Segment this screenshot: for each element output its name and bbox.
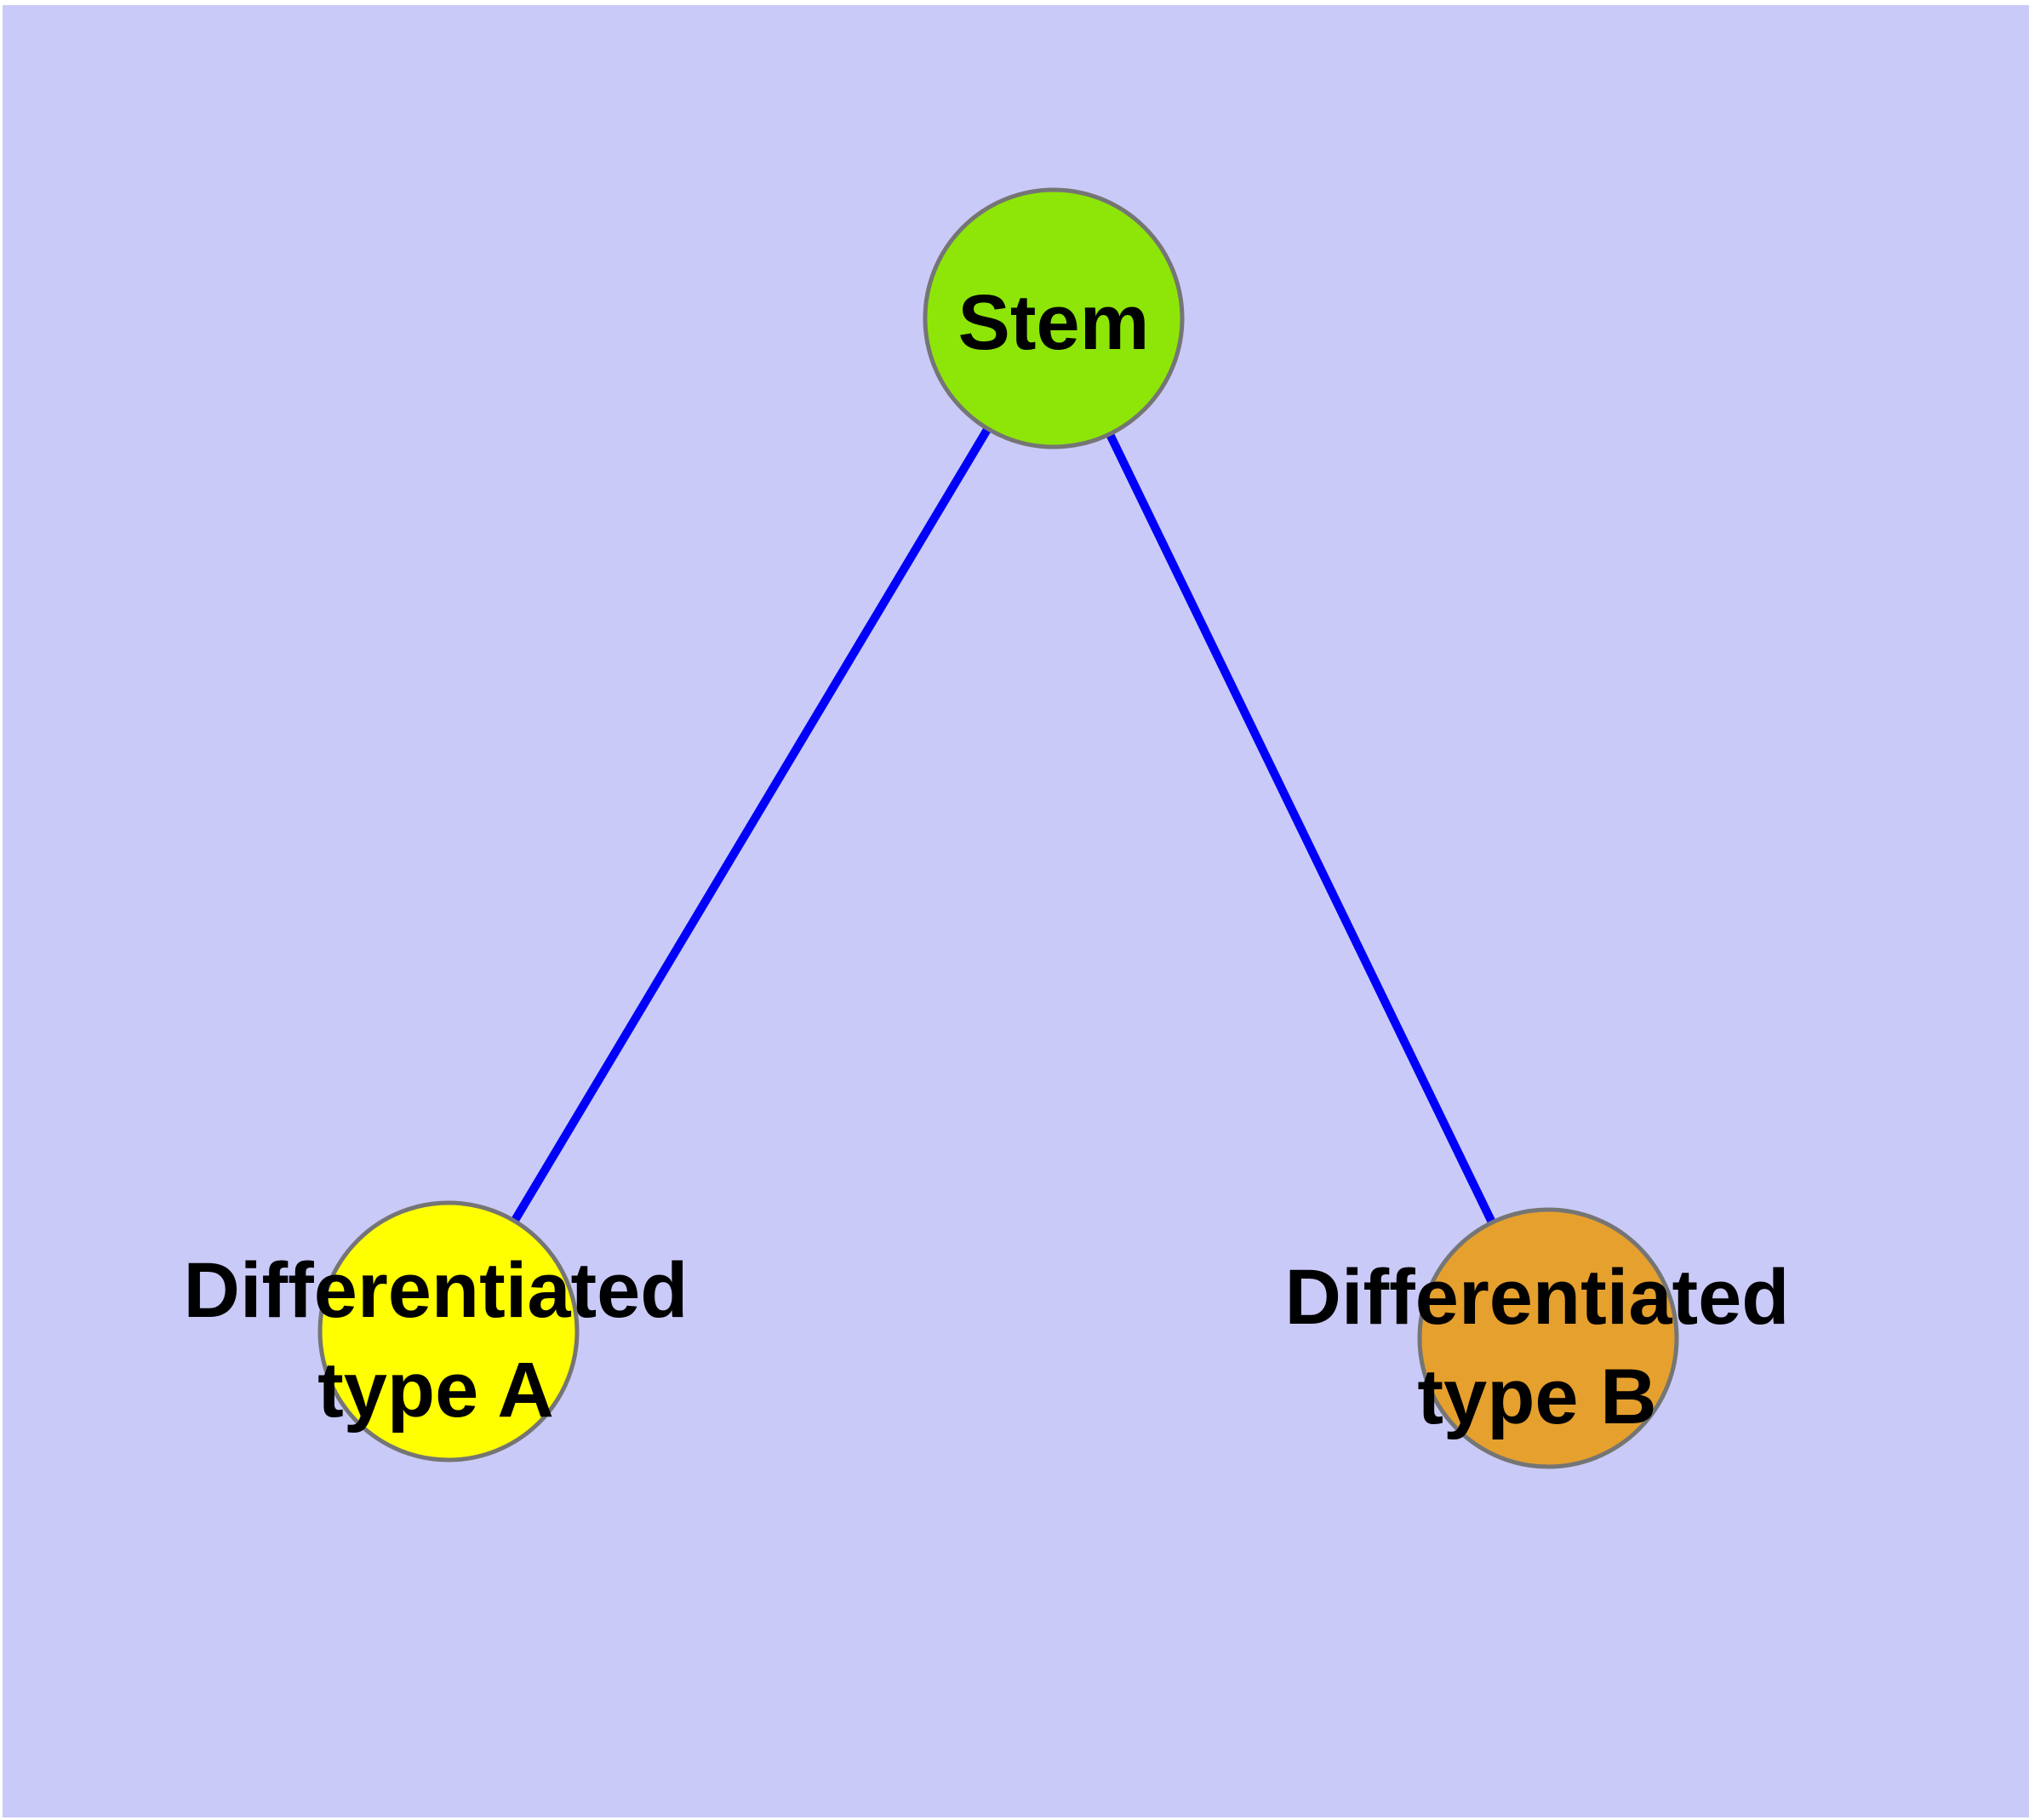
node-stem-label: Stem (958, 279, 1150, 366)
node-stem-circle (923, 187, 1185, 449)
node-type-a-label-line1: Differentiated (184, 1247, 689, 1334)
node-type-a-circle (317, 1200, 580, 1462)
node-type-b-label-line1: Differentiated (1285, 1254, 1790, 1341)
edge-stem-to-type-b (1049, 316, 1552, 1341)
node-type-b-label-line2: type B (1417, 1354, 1656, 1440)
node-type-a-label-line2: type A (317, 1347, 554, 1434)
node-type-b-circle (1417, 1207, 1679, 1469)
edge-stem-to-type-a (444, 316, 1058, 1334)
